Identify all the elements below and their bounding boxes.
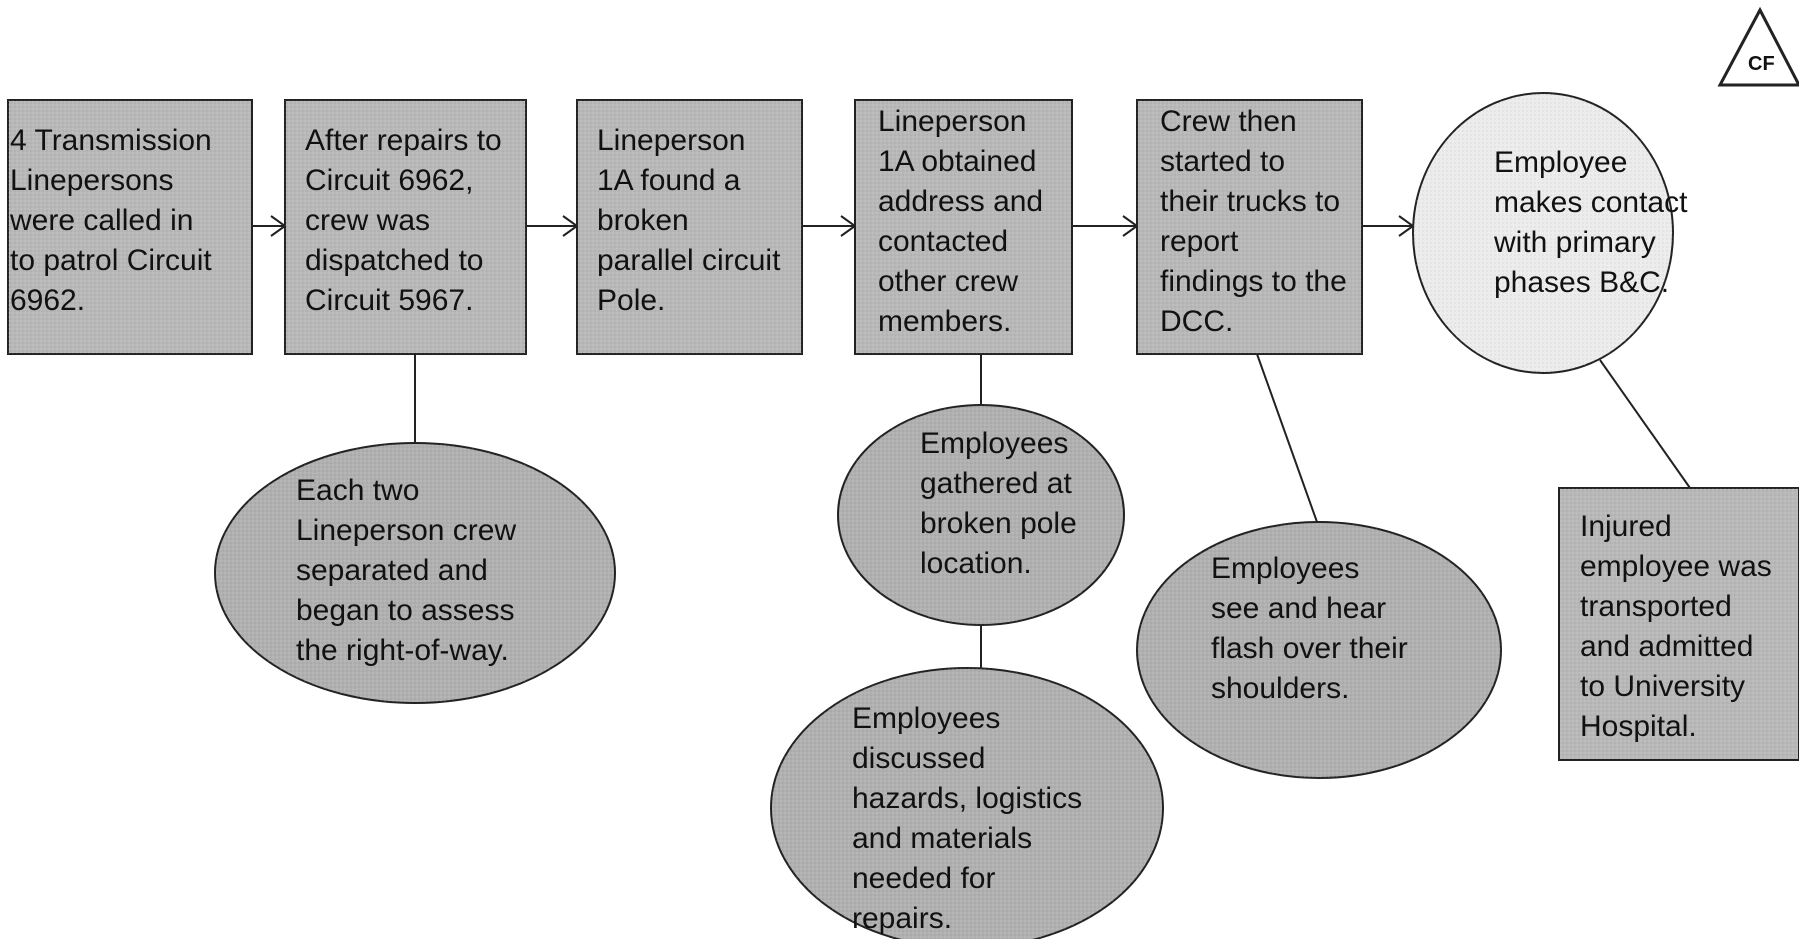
diagram-node: Employees gathered at broken pole location.: [837, 404, 1125, 626]
node-label-line: to University: [1580, 670, 1745, 703]
node-label: Injured employee was transported and admitt…: [1580, 510, 1772, 743]
node-label-line: phases B&C.: [1494, 266, 1669, 299]
diagram-node: Employees see and hear flash over their sho…: [1136, 521, 1502, 779]
node-label: After repairs to Circuit 6962, crew was dis…: [305, 124, 502, 317]
node-label-line: 4 Transmission: [10, 124, 212, 157]
diagram-node: After repairs to Circuit 6962, crew was dis…: [284, 99, 527, 355]
node-label: Employees see and hear flash over their sho…: [1211, 552, 1408, 705]
node-label-line: contacted: [878, 225, 1008, 258]
node-label-line: Circuit 6962,: [305, 164, 473, 197]
node-label-line: shoulders.: [1211, 672, 1349, 705]
node-label-line: broken pole: [920, 507, 1077, 540]
node-label-line: Employees: [852, 702, 1000, 735]
node-label-line: and admitted: [1580, 630, 1753, 663]
node-label: Employees discussed hazards, logistics and …: [852, 702, 1082, 935]
node-texture: [577, 100, 802, 354]
node-texture: [1137, 100, 1362, 354]
node-label-line: location.: [920, 547, 1032, 580]
node-label-line: dispatched to: [305, 244, 483, 277]
node-texture: [1413, 93, 1673, 373]
node-texture: [285, 100, 526, 354]
node-label: Employee makes contact with primary phases …: [1493, 146, 1688, 299]
node-label-line: employee was: [1580, 550, 1772, 583]
node-label-line: Injured: [1580, 510, 1672, 543]
node-label-line: Lineperson: [597, 124, 745, 157]
node-label-line: with primary: [1493, 226, 1656, 259]
diagram-node: Lineperson 1A found a broken parallel circu…: [576, 99, 803, 355]
node-label-line: needed for: [852, 862, 995, 895]
node-label-line: makes contact: [1494, 186, 1688, 219]
node-label-line: 1A found a: [597, 164, 741, 197]
node-texture: [1559, 488, 1799, 760]
node-label: Crew then started to their trucks to report…: [1160, 105, 1347, 338]
node-label: Lineperson 1A found a broken parallel circu…: [597, 124, 781, 317]
node-texture: [855, 100, 1072, 354]
connector-line: [1256, 353, 1318, 523]
node-label-line: parallel circuit: [597, 244, 781, 277]
connectors: [252, 215, 1691, 668]
node-label: Employees gathered at broken pole location.: [920, 427, 1077, 580]
cf-badge: CF: [1717, 6, 1799, 87]
node-texture: [771, 668, 1163, 939]
node-label-line: gathered at: [920, 467, 1072, 500]
node-label-line: Employees: [1211, 552, 1359, 585]
node-label-line: Pole.: [597, 284, 665, 317]
node-label-line: see and hear: [1211, 592, 1386, 625]
node-label-line: and materials: [852, 822, 1032, 855]
node-label-line: hazards, logistics: [852, 782, 1082, 815]
node-label-line: the right-of-way.: [296, 634, 509, 667]
node-label-line: 6962.: [10, 284, 85, 317]
node-label-line: Lineperson crew: [296, 514, 516, 547]
node-label-line: Employees: [920, 427, 1068, 460]
node-label-line: Hospital.: [1580, 710, 1697, 743]
triangle-icon: [1717, 6, 1799, 87]
badge-label: CF: [1748, 53, 1775, 75]
node-label-line: 1A obtained: [878, 145, 1036, 178]
node-label-line: findings to the: [1160, 265, 1347, 298]
node-label-line: started to: [1160, 145, 1285, 178]
node-label-line: began to assess: [296, 594, 514, 627]
node-label-line: Linepersons: [10, 164, 173, 197]
node-label-line: separated and: [296, 554, 488, 587]
node-texture: [215, 443, 615, 703]
node-label-line: members.: [878, 305, 1011, 338]
node-label-line: report: [1160, 225, 1239, 258]
node-label-line: their trucks to: [1160, 185, 1340, 218]
node-texture: [1137, 522, 1501, 778]
node-label-line: Lineperson: [878, 105, 1026, 138]
node-label-line: were called in: [9, 204, 193, 237]
node-label-line: Crew then: [1160, 105, 1297, 138]
diagram-node: Crew then started to their trucks to report…: [1136, 99, 1363, 355]
node-texture: [8, 100, 252, 354]
node-label-line: Employee: [1494, 146, 1627, 179]
node-label-line: DCC.: [1160, 305, 1233, 338]
node-label-line: other crew: [878, 265, 1018, 298]
node-label-line: transported: [1580, 590, 1732, 623]
connector-line: [1599, 359, 1691, 489]
node-label-line: repairs.: [852, 902, 952, 935]
node-label-line: Each two: [296, 474, 419, 507]
node-label-line: flash over their: [1211, 632, 1408, 665]
node-label-line: discussed: [852, 742, 985, 775]
node-label-line: broken: [597, 204, 689, 237]
diagram-node: Injured employee was transported and admitt…: [1558, 487, 1799, 761]
diagram-node: Lineperson 1A obtained address and contacte…: [854, 99, 1073, 355]
diagram-node: Employees discussed hazards, logistics and …: [770, 667, 1164, 939]
node-label-line: to patrol Circuit: [10, 244, 212, 277]
diagram-node: Employee makes contact with primary phases …: [1412, 92, 1688, 374]
node-texture: [838, 405, 1124, 625]
node-label-line: After repairs to: [305, 124, 502, 157]
node-label-line: Circuit 5967.: [305, 284, 473, 317]
node-label-line: address and: [878, 185, 1043, 218]
node-label-line: crew was: [305, 204, 430, 237]
node-label: Lineperson 1A obtained address and contacte…: [878, 105, 1043, 338]
